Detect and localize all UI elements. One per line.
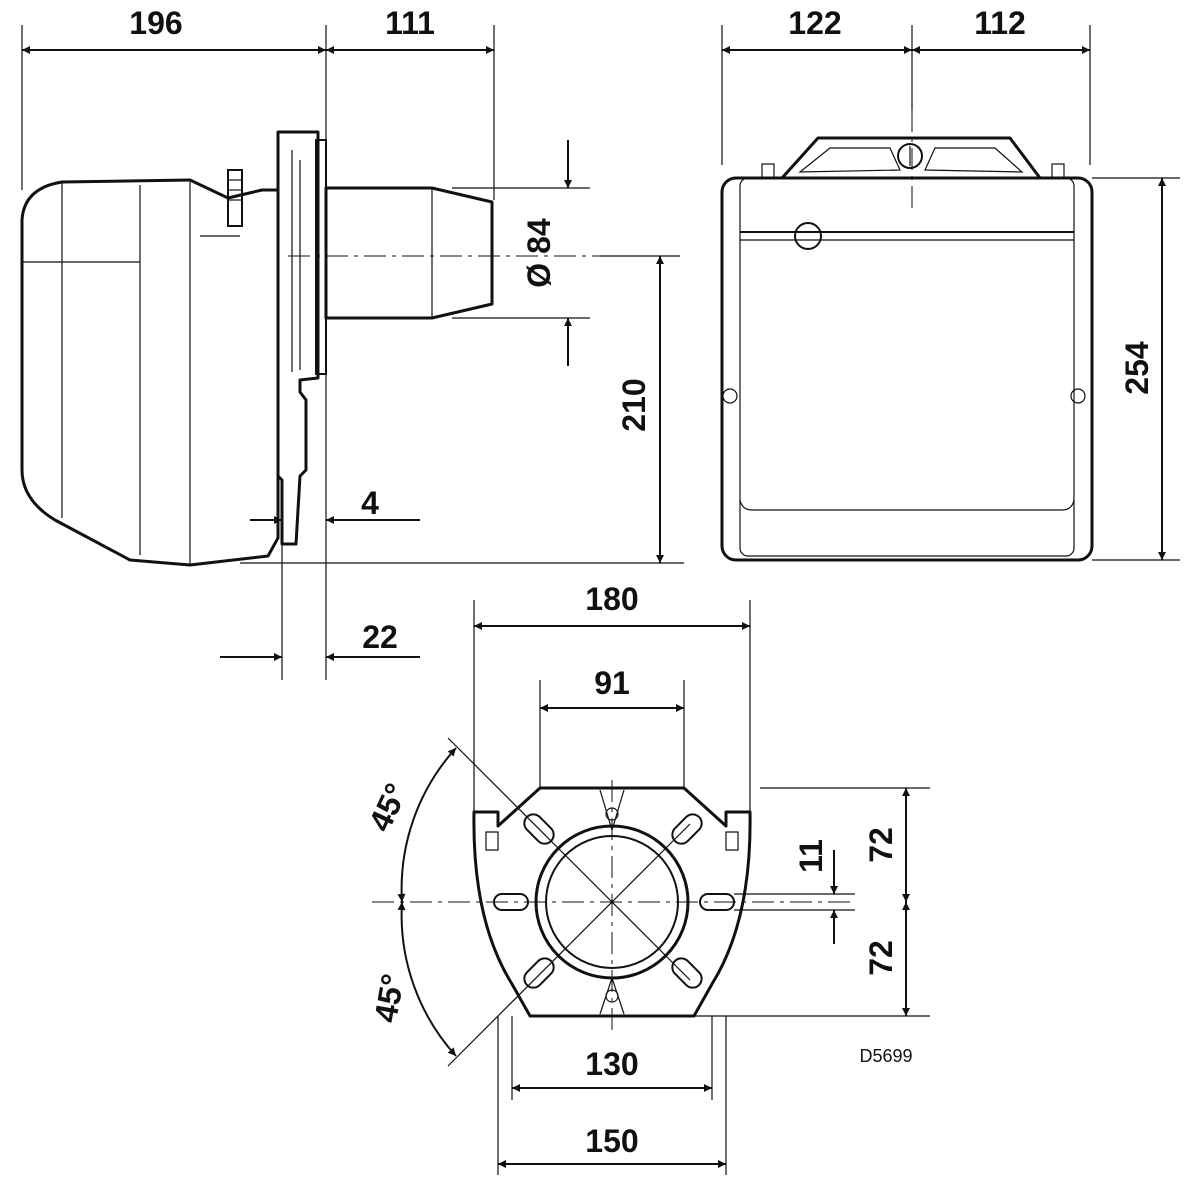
- dim-91: 91: [594, 665, 630, 701]
- adjustment-screw: [897, 143, 923, 169]
- dim-196: 196: [129, 5, 182, 41]
- angle-45-lower: 45°: [367, 971, 411, 1025]
- dimension-labels: 196 111 122 112 254 210 Ø 84 4 22 180 91…: [129, 5, 1155, 1159]
- dim-72-lower: 72: [863, 940, 899, 976]
- dim-72-upper: 72: [863, 827, 899, 863]
- dim-150: 150: [585, 1123, 638, 1159]
- dim-122: 122: [788, 5, 841, 41]
- dim-210: 210: [616, 378, 652, 431]
- fuel-connector: [227, 169, 243, 227]
- blast-tube: [324, 186, 494, 320]
- dim-11: 11: [793, 839, 829, 873]
- mounting-flange: [276, 130, 320, 546]
- dim-4: 4: [361, 485, 379, 521]
- front-view: [720, 110, 1094, 562]
- angle-45-upper: 45°: [361, 778, 414, 837]
- dim-254: 254: [1119, 341, 1155, 395]
- dim-112: 112: [974, 5, 1026, 41]
- indicator-lamp: [794, 222, 822, 250]
- dim-130: 130: [585, 1046, 638, 1082]
- slot-lower-left: [523, 957, 555, 989]
- drawing-reference: D5699: [859, 1046, 912, 1066]
- flange-view: [372, 680, 855, 1175]
- fan-cover: [780, 136, 1042, 180]
- dim-111: 111: [385, 5, 435, 41]
- burner-housing: [20, 178, 280, 567]
- front-housing: [720, 176, 1094, 562]
- side-view: [20, 130, 600, 567]
- dim-22: 22: [362, 619, 398, 655]
- dim-180: 180: [585, 581, 638, 617]
- dim-diameter-84: Ø 84: [521, 218, 557, 288]
- slot-upper-right: [671, 813, 703, 845]
- slot-lower-right: [671, 957, 703, 989]
- dimension-lines: [21, 25, 1180, 1168]
